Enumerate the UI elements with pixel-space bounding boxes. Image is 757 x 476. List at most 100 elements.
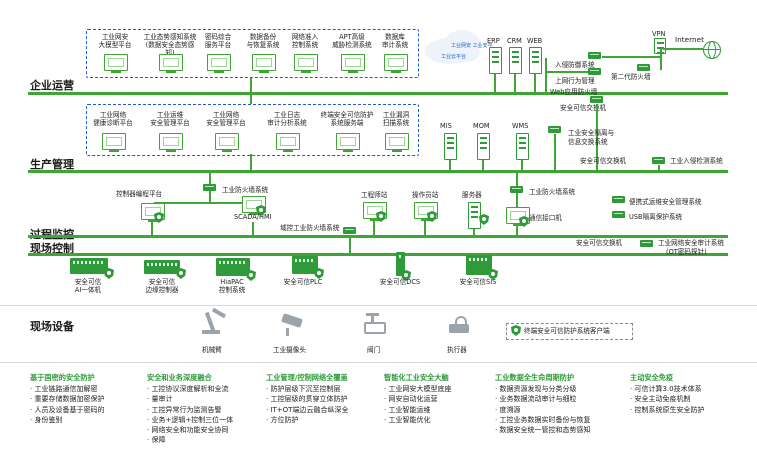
controller-label-line: 控制系统: [218, 286, 246, 294]
platform-label-line: 系统服务端: [330, 119, 364, 127]
controller-label-line: HiaPAC: [220, 278, 244, 286]
platform-label-line: 大模型平台: [98, 41, 132, 49]
platform-label-line: 网络准入: [291, 33, 319, 41]
platform-monitor-icon: [252, 54, 276, 73]
platform-monitor-icon: [104, 54, 128, 73]
connector: [250, 78, 252, 92]
portable-ops-label: 便携式运维安全管理系统: [629, 198, 702, 206]
usb-isolation-label: USB隔离保护系统: [629, 213, 683, 221]
controller-icon: [292, 256, 318, 274]
bullet-icon: ·: [384, 395, 389, 404]
server-icon: [516, 133, 529, 160]
platform-monitor-icon: [207, 54, 231, 73]
capability-item: · 人员及设备基于密码的: [30, 405, 104, 415]
field-device-label: 机械臂: [202, 346, 222, 354]
capability-title: 安全和业务深度融合: [147, 373, 212, 382]
waf-label: Web应用防火墙: [550, 88, 598, 96]
capability-item: · 度溯源: [495, 405, 590, 415]
controller-label: 安全可信SIS: [448, 278, 508, 286]
monitor-screen: [106, 137, 122, 146]
controller-label-line: 安全可信DCS: [379, 278, 421, 286]
enterprise-platform-label: 网络准入控制系统: [284, 33, 326, 49]
enterprise-platform-label: 数据库审计系统: [375, 33, 415, 49]
capability-item-text: 数据安全统一管控和态势感知: [499, 426, 591, 435]
controller-icon: [70, 258, 108, 274]
production-platform-label: 工业日志审计分析系统: [262, 111, 312, 127]
controller-icon: [396, 252, 405, 276]
terminal-client-label: 终端安全可信防护系统客户端: [524, 327, 610, 335]
platform-label-line: (数据安全态势感知): [145, 41, 195, 57]
bullet-icon: ·: [147, 395, 152, 404]
bullet-icon: ·: [30, 385, 35, 393]
connector: [250, 93, 252, 104]
isolation-device-icon: [548, 126, 561, 133]
platform-label-line: 安全管理平台: [150, 119, 190, 127]
capability-item: · 工业智能优化: [384, 415, 451, 425]
server-label: CRM: [507, 37, 522, 45]
capability-title: 工业数据全生命周期防护: [495, 373, 575, 382]
monitor-screen: [108, 58, 124, 67]
capability-list: · 工业链路通信加解密· 重要存储数据加密保护· 人员及设备基于密码的· 身份鉴…: [30, 384, 104, 425]
enterprise-switch-icon: [590, 96, 603, 103]
connector: [209, 191, 211, 202]
production-platform-label: 工业运维安全管理平台: [148, 111, 192, 127]
bullet-icon: ·: [266, 395, 271, 404]
bullet-icon: ·: [495, 395, 500, 404]
capability-title: 基于国密的安全防护: [30, 373, 95, 382]
controller-label-line: 安全可信SIS: [459, 278, 497, 286]
connector: [663, 48, 703, 50]
controller-label: 安全可信边缘控制器: [132, 278, 192, 294]
layer-label-enterprise: 企业运营: [30, 79, 74, 92]
cloud-label-1: 工业网安 工业安平: [451, 43, 493, 49]
controller-label: 安全可信DCS: [370, 278, 430, 286]
layer-label-field-control: 现场控制: [30, 242, 74, 255]
field-device-label: 执行器: [447, 346, 467, 354]
platform-monitor-icon: [341, 54, 365, 73]
shield-icon: [427, 211, 437, 222]
capability-list: · 工业网安大模型底座· 网安自动化运营· 工业智能运维· 工业智能优化: [384, 384, 451, 425]
production-bus: [28, 170, 728, 173]
monitor-screen: [163, 58, 179, 67]
process-switch-label: 安全可信交换机: [576, 239, 623, 247]
bullet-icon: ·: [147, 405, 152, 414]
capability-item-text: 工控层级的贯穿立体防护: [270, 395, 348, 404]
bullet-icon: ·: [266, 405, 271, 414]
platform-monitor-icon: [385, 133, 409, 152]
shield-icon: [488, 269, 498, 280]
capability-list: · 工控协议深度解析和全流· 量审计· 工控异常行为监测告警· 业务+逻辑+控制…: [147, 384, 233, 446]
bullet-icon: ·: [384, 405, 389, 414]
platform-label-line: 工业态势感知系统: [143, 33, 197, 41]
platform-label-line: 工业网安: [101, 33, 129, 41]
enterprise-platform-label: 密码综合服务平台: [197, 33, 239, 49]
capability-item: · 业务数据流动审计与细粒: [495, 394, 590, 404]
bullet-icon: ·: [630, 405, 635, 414]
connector: [602, 56, 662, 58]
ids-label: 入侵防御系统: [555, 61, 595, 69]
plc-platform-label: 控制器编程平台: [116, 190, 163, 198]
platform-label-line: 控制系统: [291, 41, 319, 49]
platform-label-line: 审计分析系统: [267, 119, 307, 127]
monitor-screen: [345, 58, 361, 67]
capability-item: · 工业网安大模型底座: [384, 384, 451, 394]
capability-item-text: 工业链路通信加解密: [34, 385, 98, 393]
platform-monitor-icon: [215, 133, 239, 152]
connector: [545, 58, 547, 92]
scada-label: SCADA/HMI: [234, 213, 272, 221]
platform-label-line: 工业漏洞: [382, 111, 410, 119]
capability-item-text: 工控协议深度解析和全流: [151, 385, 229, 393]
capability-item: · 数据资源发现与分类分级: [495, 384, 590, 394]
bullet-icon: ·: [147, 415, 152, 424]
platform-label-line: 工业日志: [273, 111, 301, 119]
bullet-icon: ·: [30, 395, 35, 404]
firewall-right-label: 工业防火墙系统: [529, 188, 576, 196]
field-device-label: 工业摄像头: [273, 346, 306, 354]
server-icon: [509, 47, 522, 74]
connector: [521, 160, 523, 170]
capability-item: · 可信计算3.0技术体系: [630, 384, 704, 394]
connector: [151, 221, 153, 235]
shield-icon: [401, 270, 411, 281]
capability-item: · 工控协议深度解析和全流: [147, 384, 233, 394]
enterprise-platform-label: 工业网安大模型平台: [92, 33, 138, 49]
bullet-icon: ·: [147, 426, 152, 435]
